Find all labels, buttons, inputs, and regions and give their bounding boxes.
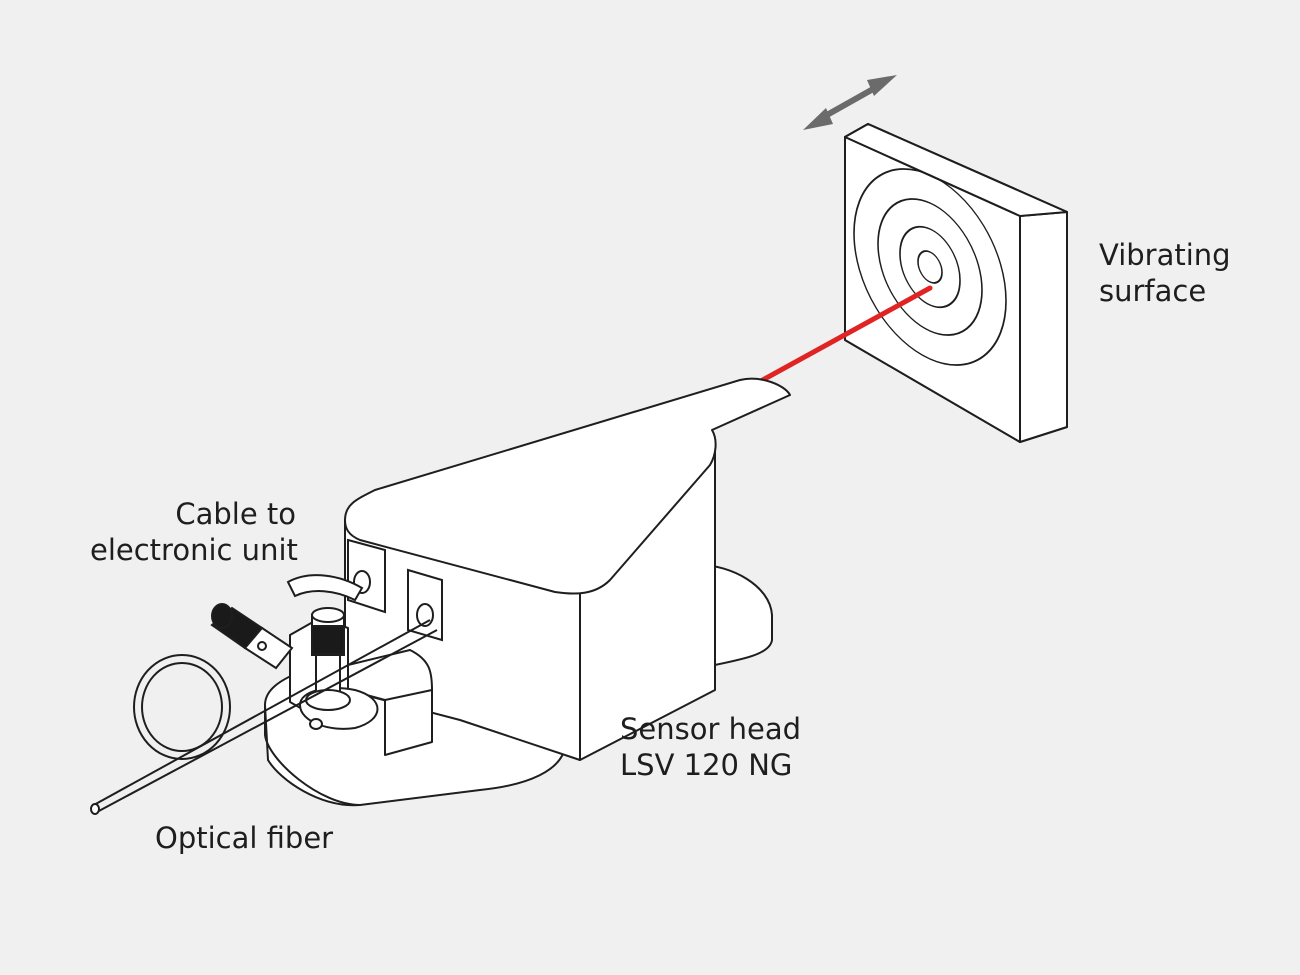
optical-fiber-label: Optical fiber [155,820,333,856]
cable-stub [286,574,364,602]
sensor-head-line1: Sensor head [620,712,802,746]
sensor-head-line2: LSV 120 NG [620,748,793,782]
vibrating-surface-block [844,123,1068,443]
vibrating-surface-line2: surface [1099,274,1207,308]
concentric-rings-icon [853,168,1007,366]
optical-fiber [90,619,438,815]
side-knob [210,603,294,670]
double-arrow-icon [803,75,897,130]
vibrating-surface-label: Vibrating surface [1099,237,1231,309]
optical-fiber-text: Optical fiber [155,821,334,855]
cable-line2: electronic unit [90,533,298,567]
sensor-head-label: Sensor head LSV 120 NG [620,711,801,783]
vibrating-surface-line1: Vibrating [1099,238,1231,272]
cable-label: Cable to electronic unit [90,496,298,568]
cable-line1: Cable to [175,497,296,531]
